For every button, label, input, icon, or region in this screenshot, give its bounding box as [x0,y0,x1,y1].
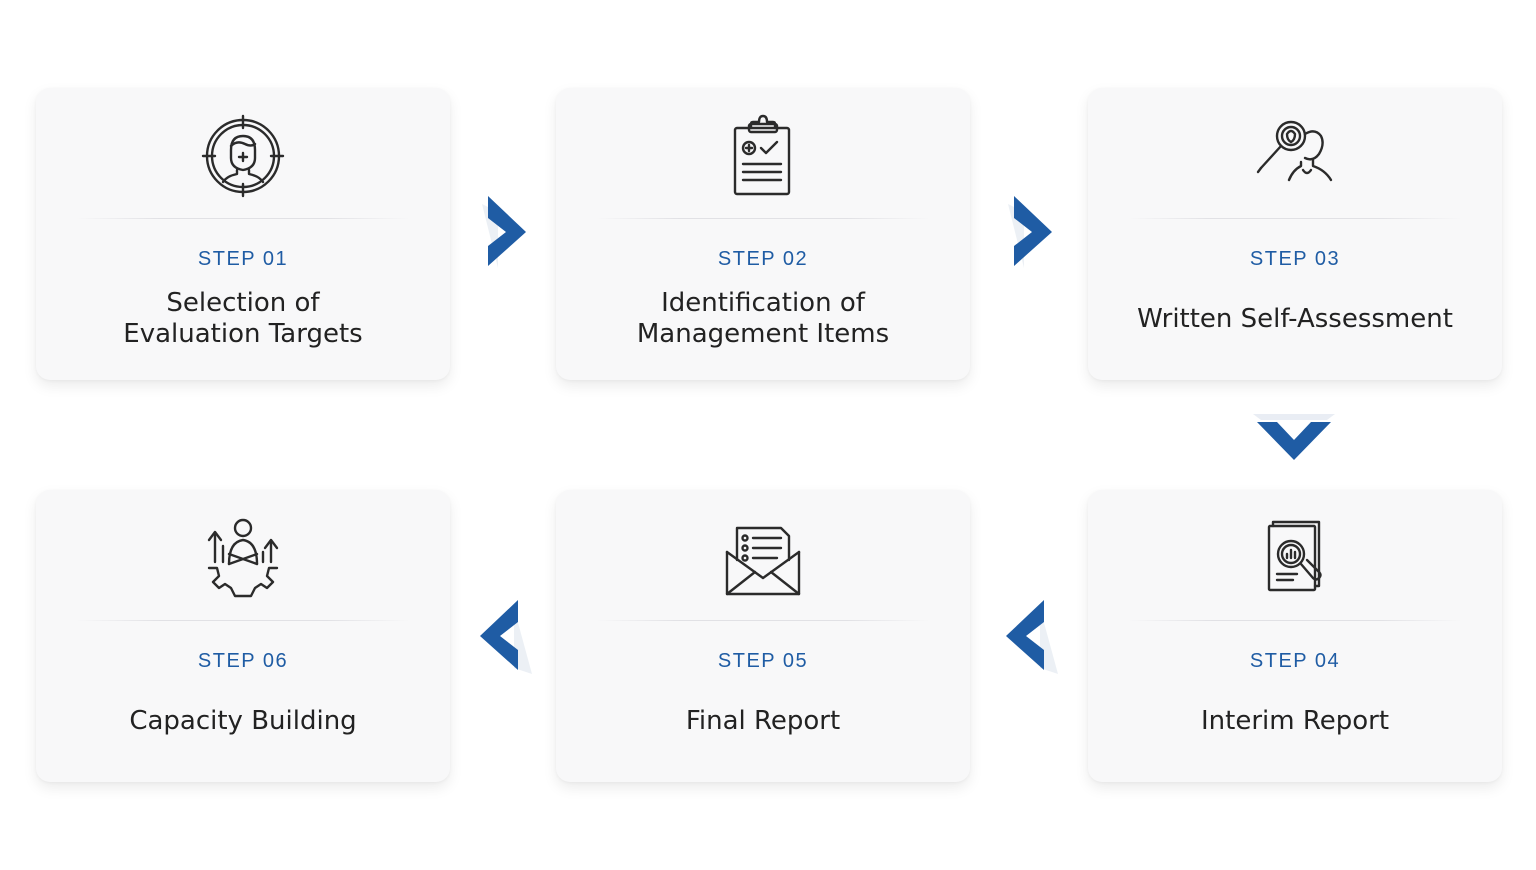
step-card-01: STEP 01 Selection of Evaluation Targets [36,88,450,380]
envelope-letter-icon [721,516,805,600]
step-card-03: STEP 03 Written Self-Assessment [1088,88,1502,380]
card-divider [1128,620,1462,621]
flow-arrow-left-1 [1000,592,1060,682]
chevron-left-icon [480,600,532,674]
chevron-down-icon [1253,414,1335,460]
step-card-06: STEP 06 Capacity Building [36,490,450,782]
chevron-right-icon [1008,196,1052,268]
step-title-text: Written Self-Assessment [1137,303,1453,334]
card-divider [596,218,930,219]
step-title: Capacity Building [46,688,440,754]
card-divider [76,620,410,621]
clipboard-checklist-icon [721,114,805,198]
step-label: STEP 03 [1249,248,1341,270]
card-divider [596,620,930,621]
chevron-left-icon [1006,600,1058,674]
step-title: Written Self-Assessment [1098,286,1492,352]
person-gear-growth-icon [201,516,285,600]
step-title-text: Identification of Management Items [636,288,890,349]
step-title: Final Report [566,688,960,754]
card-divider [76,218,410,219]
step-title-text: Final Report [685,705,841,736]
step-title: Identification of Management Items [566,286,960,352]
flow-arrow-right-1 [476,188,536,278]
target-person-icon [201,114,285,198]
step-title: Selection of Evaluation Targets [46,286,440,352]
flow-arrow-right-2 [1002,188,1062,278]
step-label: STEP 06 [197,650,289,672]
step-card-05: STEP 05 Final Report [556,490,970,782]
chevron-right-icon [482,196,526,268]
step-label: STEP 01 [197,248,289,270]
step-title: Interim Report [1098,688,1492,754]
step-label: STEP 05 [717,650,809,672]
step-title-text: Interim Report [1200,705,1390,736]
flow-arrow-down [1249,404,1339,464]
card-divider [1128,218,1462,219]
step-title-text: Selection of Evaluation Targets [123,288,363,349]
step-title-text: Capacity Building [129,705,357,736]
step-card-04: STEP 04 Interim Report [1088,490,1502,782]
step-label: STEP 04 [1249,650,1341,672]
flow-arrow-left-2 [474,592,534,682]
magnifier-person-icon [1253,114,1337,198]
document-analysis-icon [1253,516,1337,600]
step-label: STEP 02 [717,248,809,270]
step-card-02: STEP 02 Identification of Management Ite… [556,88,970,380]
